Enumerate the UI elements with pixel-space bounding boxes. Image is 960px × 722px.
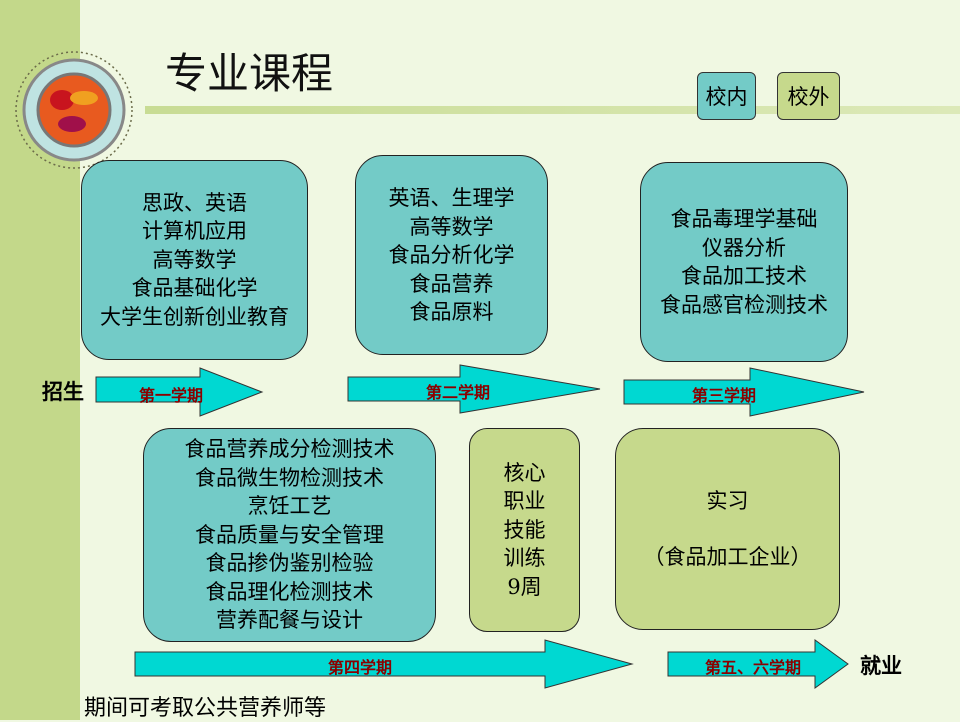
course: 营养配餐与设计 (216, 608, 363, 633)
course: 英语、生理学 (388, 186, 515, 210)
course: 食品毒理学基础 (670, 207, 818, 231)
arrow-semester1 (95, 367, 264, 417)
course: 食品营养 (409, 271, 494, 296)
text-line: 职业 (503, 489, 546, 514)
course: 高等数学 (152, 247, 237, 272)
semester1-label: 第一学期 (138, 386, 203, 405)
page-title: 专业课程 (165, 49, 334, 98)
course: 仪器分析 (702, 235, 786, 260)
text-line: 技能 (503, 517, 546, 542)
course: 大学生创新创业教育 (100, 304, 289, 329)
course: 食品理化检测技术 (205, 579, 374, 604)
course: 食品质量与安全管理 (195, 522, 384, 547)
semester2-label: 第二学期 (425, 383, 490, 402)
core-skills-training: 核心 职业 技能 训练 9周 (469, 428, 580, 632)
arrow-semester4 (134, 639, 634, 689)
text-line: 训练 (503, 546, 546, 571)
title-underline (145, 106, 960, 114)
semester2-courses: 英语、生理学 高等数学 食品分析化学 食品营养 食品原料 (355, 155, 548, 355)
internship: 实习 （食品加工企业） (615, 428, 840, 630)
semester4-label: 第四学期 (327, 658, 392, 677)
footer-note: 期间可考取公共营养师等 (84, 696, 327, 721)
semester4-courses: 食品营养成分检测技术 食品微生物检测技术 烹饪工艺 食品质量与安全管理 食品掺伪… (143, 428, 436, 642)
text-line: 9周 (507, 574, 542, 599)
semester3-courses: 食品毒理学基础 仪器分析 食品加工技术 食品感官检测技术 (640, 162, 848, 362)
employment-label: 就业 (860, 654, 902, 678)
course: 烹饪工艺 (247, 494, 332, 519)
course: 高等数学 (409, 214, 494, 239)
course: 食品基础化学 (131, 276, 258, 301)
course: 食品分析化学 (388, 243, 515, 267)
semester56-label: 第五、六学期 (704, 658, 801, 677)
course: 食品掺伪鉴别检验 (205, 551, 374, 576)
course: 食品原料 (409, 300, 494, 324)
arrow-semester3 (623, 367, 865, 417)
semester3-label: 第三学期 (691, 386, 756, 405)
legend-inside: 校内 (697, 72, 756, 120)
text-line: 核心 (503, 460, 546, 485)
text-line: 实习 (706, 489, 749, 513)
course: 思政、英语 (142, 190, 247, 215)
text-line: （食品加工企业） (643, 545, 812, 569)
arrow-semester2 (347, 364, 601, 414)
course: 食品感官检测技术 (660, 292, 828, 317)
course: 食品加工技术 (681, 264, 807, 288)
course: 食品微生物检测技术 (195, 465, 384, 490)
arrow-semester56 (667, 639, 849, 689)
semester1-courses: 思政、英语 计算机应用 高等数学 食品基础化学 大学生创新创业教育 (81, 160, 308, 360)
pills-logo-icon (15, 51, 133, 169)
legend-outside: 校外 (777, 72, 840, 120)
enrollment-label: 招生 (42, 380, 84, 404)
course: 食品营养成分检测技术 (184, 437, 395, 462)
course: 计算机应用 (142, 219, 247, 244)
